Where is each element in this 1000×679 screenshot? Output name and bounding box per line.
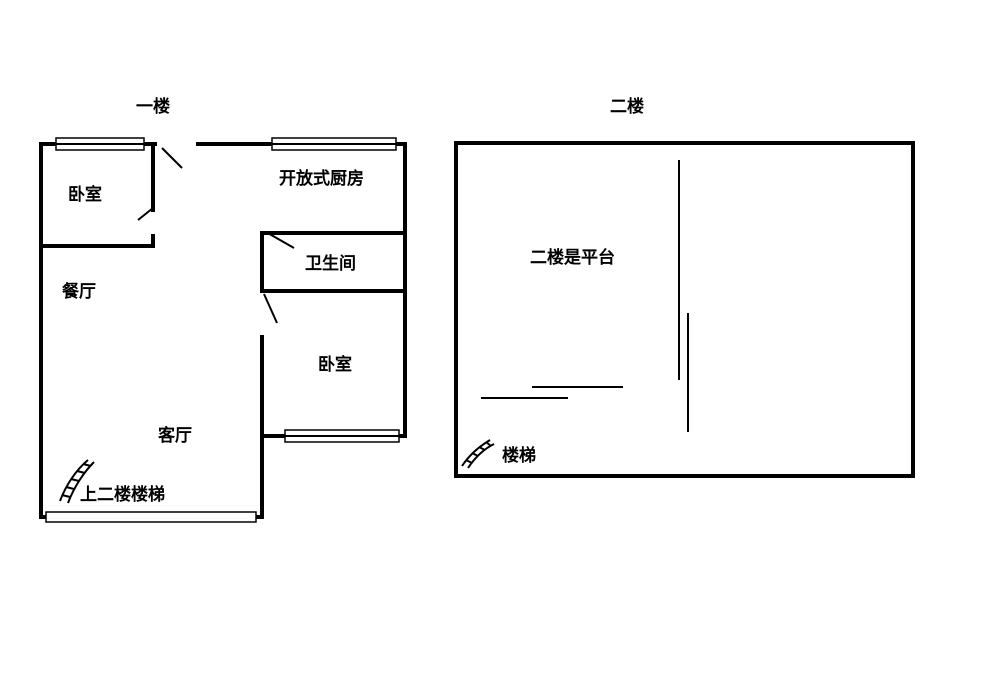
left-bedroom-door-swing	[137, 207, 154, 221]
entry-door-swing	[161, 147, 183, 169]
room-label-dining: 餐厅	[62, 282, 96, 302]
room-label-living: 客厅	[158, 426, 192, 446]
bathroom-door-swing	[265, 231, 295, 249]
floor2-outer-wall	[454, 141, 915, 478]
floor2-platform-label: 二楼是平台	[530, 248, 615, 268]
floor1-outer-wall	[39, 142, 407, 519]
floor2-stairs-label: 楼梯	[502, 446, 536, 466]
stairs-icon	[59, 459, 95, 504]
floor1-plan	[39, 137, 407, 523]
left-bedroom-wall	[39, 234, 155, 248]
floor2-plan	[454, 141, 915, 478]
room-label-bedroom-left: 卧室	[68, 185, 102, 205]
room-label-bedroom-right: 卧室	[318, 355, 352, 375]
window-living	[45, 511, 257, 523]
right-bedroom-door-swing	[263, 293, 278, 324]
floor1-title: 一楼	[136, 97, 170, 117]
room-label-stairs: 上二楼楼梯	[80, 485, 165, 505]
room-label-bathroom: 卫生间	[305, 254, 356, 274]
room-label-kitchen: 开放式厨房	[279, 169, 364, 189]
bathroom-wall	[260, 233, 407, 293]
floor2-title: 二楼	[610, 97, 644, 117]
floor2-stairs-icon	[461, 439, 495, 469]
